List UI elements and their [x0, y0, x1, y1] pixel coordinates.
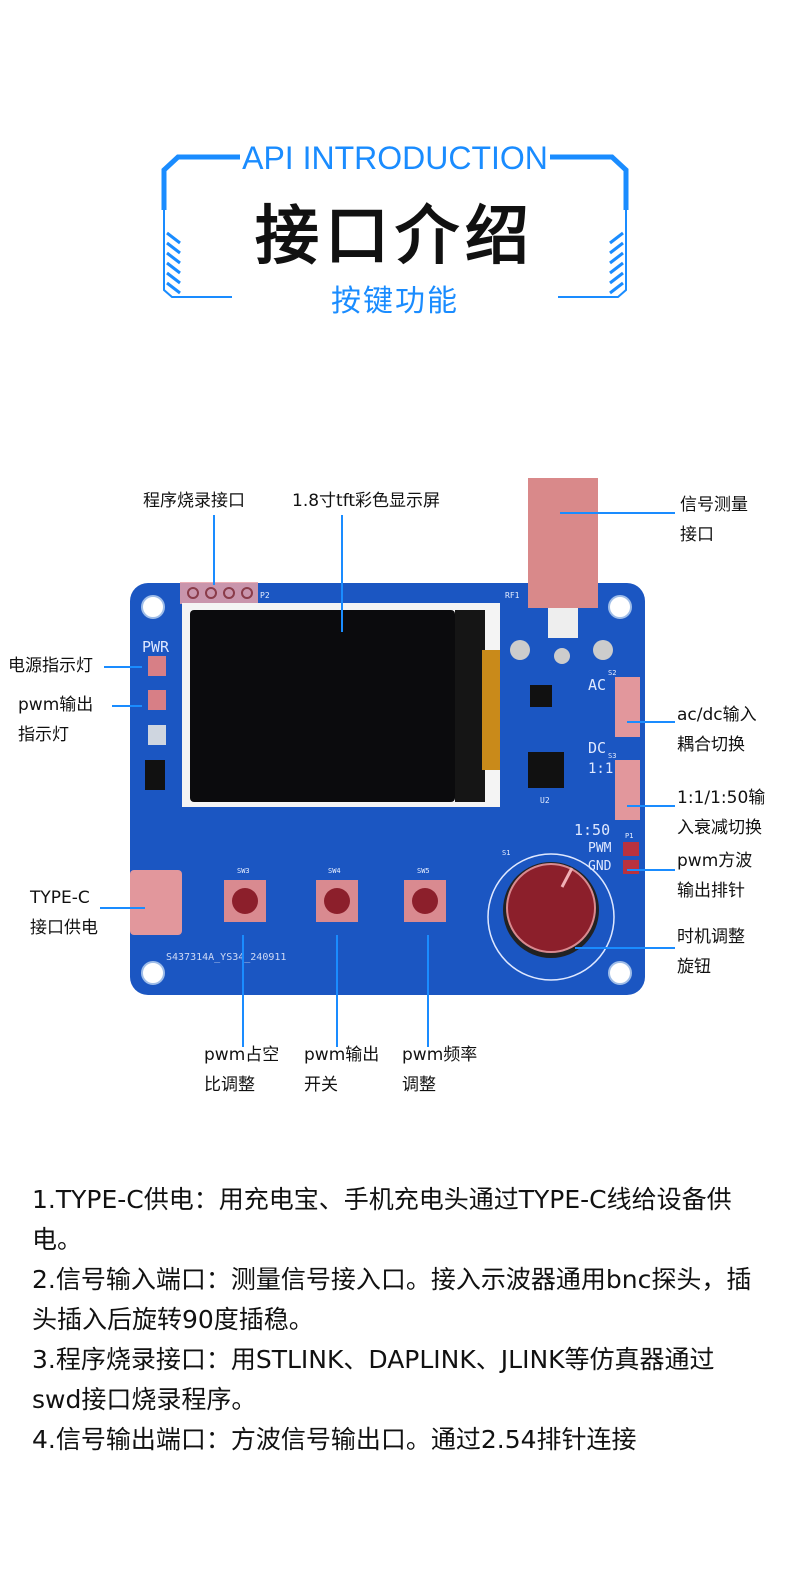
label-display: 1.8寸tft彩色显示屏 [292, 491, 441, 511]
pcb-board-illustration: P2 RF1 PWR AC DC 1:1 1:50 S2 S3 U2 PWM G… [130, 478, 645, 995]
description-item: 1.TYPE-C供电：用充电宝、手机充电头通过TYPE-C线给设备供电。 [32, 1185, 732, 1254]
label-pwm-led: pwm输出指示灯 [18, 695, 94, 745]
description-item: 2.信号输入端口：测量信号接入口。接入示波器通用bnc探头，插头插入后旋转90度… [32, 1265, 752, 1334]
tft-display [190, 610, 455, 802]
mounting-holes [141, 595, 632, 985]
label-sw4: pwm输出开关 [304, 1045, 380, 1095]
silk-sw3: SW3 [237, 867, 250, 875]
silk-sw4: SW4 [328, 867, 341, 875]
label-attenuation: 1:1/1:50输入衰减切换 [677, 788, 766, 838]
rotary-knob[interactable] [506, 863, 596, 953]
english-title: API INTRODUCTION [242, 140, 548, 176]
label-pwm-header: pwm方波输出排针 [677, 851, 753, 901]
header-frame [161, 154, 629, 298]
callout-line [427, 935, 429, 1047]
silk-s3: S3 [608, 752, 616, 760]
callout-line [627, 721, 675, 723]
silk-s1: S1 [502, 849, 510, 857]
silk-s2: S2 [608, 669, 616, 677]
attenuation-switch [615, 760, 640, 820]
silk-ratio1: 1:1 [588, 761, 613, 777]
description-item: 4.信号输出端口：方波信号输出口。通过2.54排针连接 [32, 1425, 637, 1454]
silk-gnd: GND [588, 859, 612, 874]
label-acdc: ac/dc输入耦合切换 [677, 705, 757, 755]
callout-line [560, 512, 675, 514]
label-knob: 时机调整旋钮 [677, 927, 745, 977]
bnc-connector [528, 478, 598, 608]
callout-line [104, 666, 142, 668]
button-sw4[interactable] [316, 880, 358, 922]
callout-line [336, 935, 338, 1047]
label-power-led: 电源指示灯 [8, 656, 93, 676]
button-sw3[interactable] [224, 880, 266, 922]
description-list: 1.TYPE-C供电：用充电宝、手机充电头通过TYPE-C线给设备供电。 2.信… [32, 1180, 762, 1460]
silk-dc: DC [588, 739, 606, 757]
silk-ac: AC [588, 676, 606, 694]
callout-line [627, 805, 675, 807]
label-programming-port: 程序烧录接口 [143, 491, 245, 511]
label-sw3: pwm占空比调整 [204, 1045, 280, 1095]
silk-pwm: PWM [588, 841, 612, 856]
acdc-switch [615, 677, 640, 737]
silk-p2: P2 [260, 591, 270, 600]
pwm-header [623, 842, 639, 856]
silk-p1: P1 [625, 832, 633, 840]
silk-u2: U2 [540, 796, 550, 805]
callout-line [627, 869, 675, 871]
silk-sw5: SW5 [417, 867, 430, 875]
callout-line [100, 907, 145, 909]
callout-line [112, 705, 142, 707]
label-sw5: pwm频率调整 [402, 1045, 478, 1095]
programming-header [180, 582, 258, 604]
silk-rf1: RF1 [505, 591, 520, 600]
label-signal-input: 信号测量接口 [680, 495, 748, 545]
description-item: 3.程序烧录接口：用STLINK、DAPLINK、JLINK等仿真器通过swd接… [32, 1345, 715, 1414]
callout-line [341, 515, 343, 632]
callout-line [242, 935, 244, 1047]
callout-line [213, 515, 215, 585]
callout-line [575, 947, 675, 949]
button-sw5[interactable] [404, 880, 446, 922]
typec-port [130, 870, 182, 935]
page-subtitle: 按键功能 [331, 284, 459, 319]
silk-part-number: S437314A_YS34_240911 [166, 952, 286, 963]
silk-ratio50: 1:50 [574, 821, 610, 839]
page-title: 接口介绍 [255, 200, 535, 274]
silk-pwr: PWR [142, 638, 170, 656]
